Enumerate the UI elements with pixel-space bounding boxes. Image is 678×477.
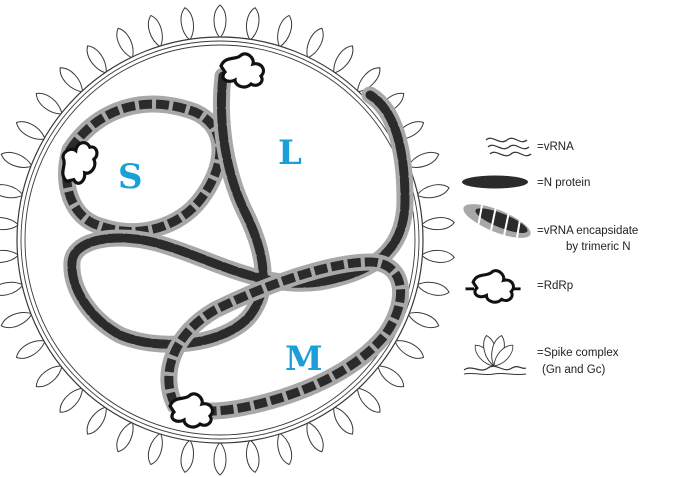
spike-petal — [113, 419, 138, 454]
spike-petal — [0, 216, 19, 230]
spike-petal — [244, 439, 261, 473]
spike-petal — [0, 149, 34, 172]
legend-n-protein-label: =N protein — [537, 177, 590, 189]
legend-encapsidated-label-line2: by trimeric N — [566, 241, 631, 253]
wavy-lines-icon — [486, 138, 531, 155]
spike-petal — [421, 216, 455, 230]
spike-petal — [214, 442, 226, 475]
legend: =vRNA =N protein =vRNA encapsidate by tr… — [460, 138, 639, 376]
spike-petal — [179, 7, 196, 41]
spike-petals-icon — [464, 334, 526, 374]
dark-ellipse-icon — [462, 176, 528, 189]
spike-petal — [145, 431, 166, 466]
legend-spike-label-line2: (Gn and Gc) — [542, 364, 605, 376]
spike-petal — [214, 5, 226, 38]
spike-petal — [302, 419, 327, 454]
rdrp-blob-icon — [466, 271, 521, 302]
segment-label-s: S — [118, 157, 143, 197]
spike-petal — [274, 431, 295, 466]
legend-encapsidated-label-line1: =vRNA encapsidate — [537, 225, 638, 237]
spike-petal — [274, 14, 295, 49]
legend-rdrp-label: =RdRp — [537, 280, 573, 292]
spike-petal — [421, 249, 455, 263]
spike-petal — [302, 26, 327, 61]
spike-petal — [244, 7, 261, 41]
legend-spike-label-line1: =Spike complex — [537, 347, 619, 359]
spike-petal — [145, 14, 166, 49]
spike-petal — [113, 26, 138, 61]
spike-petal — [179, 439, 196, 473]
spike-petal — [416, 279, 451, 298]
spike-petal — [406, 308, 441, 331]
spike-petal — [0, 308, 34, 331]
legend-vrna-label: =vRNA — [537, 141, 574, 153]
segment-label-l: L — [278, 133, 302, 173]
spike-petal — [0, 249, 19, 263]
segment-label-m: M — [285, 339, 323, 379]
spike-petal — [416, 182, 451, 201]
striped-ellipse-icon — [460, 197, 535, 244]
